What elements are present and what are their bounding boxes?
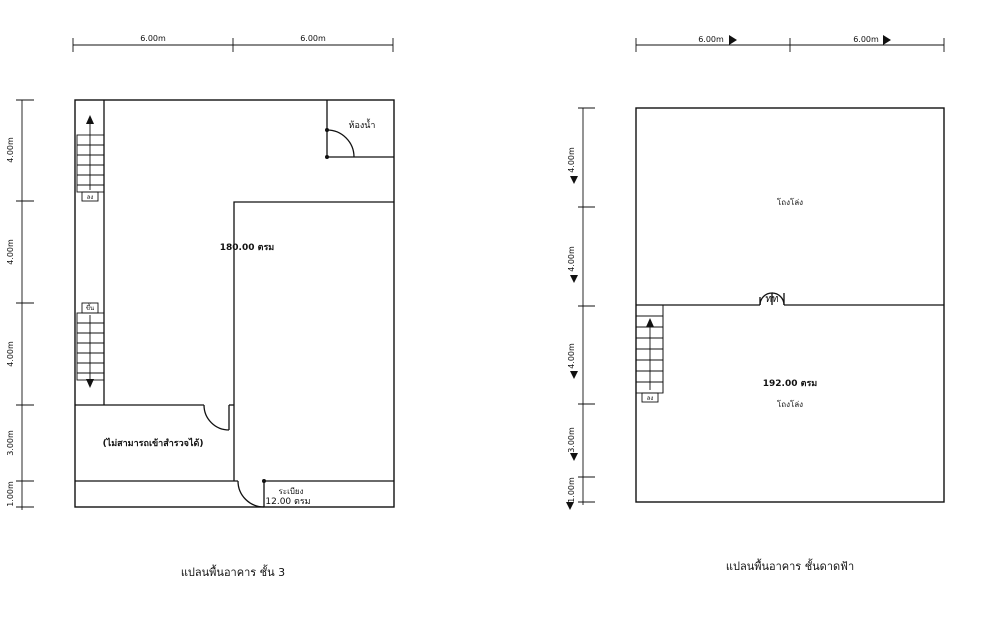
left-dim-top-1: 6.00m (140, 34, 166, 43)
right-dim-side-2: 4.00m (567, 246, 576, 272)
right-stair: ลง (635, 304, 664, 403)
left-stair-down-label: ลง (87, 194, 94, 201)
left-plan-caption: แปลนพื้นอาคาร ชั้น 3 (181, 564, 285, 579)
left-top-dimension: 6.00m 6.00m (72, 34, 394, 52)
right-divider-door: ทท (759, 292, 785, 306)
right-lower-room-label: โถงโล่ง (777, 399, 803, 409)
right-door-mark: ทท (765, 294, 778, 305)
left-room-door (203, 404, 230, 431)
left-balcony-door (237, 479, 266, 508)
left-upper-stair: ลง (76, 115, 105, 202)
right-upper-room-label: โถงโล่ง (777, 197, 803, 207)
left-floor-plan: 6.00m 6.00m 4.00m 4.00m 4.00m 3.00m 1.00… (6, 34, 395, 579)
left-bathroom-label: ห้องน้ำ (349, 118, 376, 131)
left-lower-stair: ขึ้น (76, 302, 105, 388)
right-plan-caption: แปลนพื้นอาคาร ชั้นดาดฟ้า (726, 558, 854, 573)
left-side-dimension: 4.00m 4.00m 4.00m 3.00m 1.00m (6, 99, 34, 510)
right-dim-side-5: 1.00m (567, 477, 576, 503)
left-dim-side-5: 1.00m (6, 481, 15, 507)
right-dim-arrow-2 (883, 35, 891, 45)
right-dim-top-1: 6.00m (698, 35, 724, 44)
right-dim-arrow-1 (729, 35, 737, 45)
right-top-dimension: 6.00m 6.00m (635, 35, 945, 52)
left-dim-side-4: 3.00m (6, 430, 15, 456)
left-stair-up-label: ขึ้น (86, 302, 94, 312)
left-interior-walls (75, 100, 394, 482)
right-stair-down-label: ลง (647, 395, 654, 402)
left-balcony-label: ระเบียง (279, 487, 304, 496)
right-dim-side-3: 4.00m (567, 343, 576, 369)
left-inaccessible-label: (ไม่สามารถเข้าสำรวจได้) (103, 437, 204, 449)
right-dim-top-2: 6.00m (853, 35, 879, 44)
right-main-area-label: 192.00 ตรม (763, 379, 818, 389)
left-bathroom-door (325, 128, 355, 159)
left-outer-wall (74, 99, 395, 508)
right-side-dimension: 4.00m 4.00m 4.00m 3.00m 1.00m (566, 107, 595, 510)
right-dim-side-1: 4.00m (567, 147, 576, 173)
left-dim-top-2: 6.00m (300, 34, 326, 43)
right-dim-side-4: 3.00m (567, 427, 576, 453)
left-main-area-label: 180.00 ตรม (220, 243, 275, 253)
left-dim-side-2: 4.00m (6, 239, 15, 265)
right-floor-plan: 6.00m 6.00m 4.00m 4.00m 4.00m 3.00m 1.00… (566, 35, 945, 573)
left-dim-side-3: 4.00m (6, 341, 15, 367)
left-balcony-area-label: 12.00 ตรม (265, 497, 310, 507)
left-dim-side-1: 4.00m (6, 137, 15, 163)
